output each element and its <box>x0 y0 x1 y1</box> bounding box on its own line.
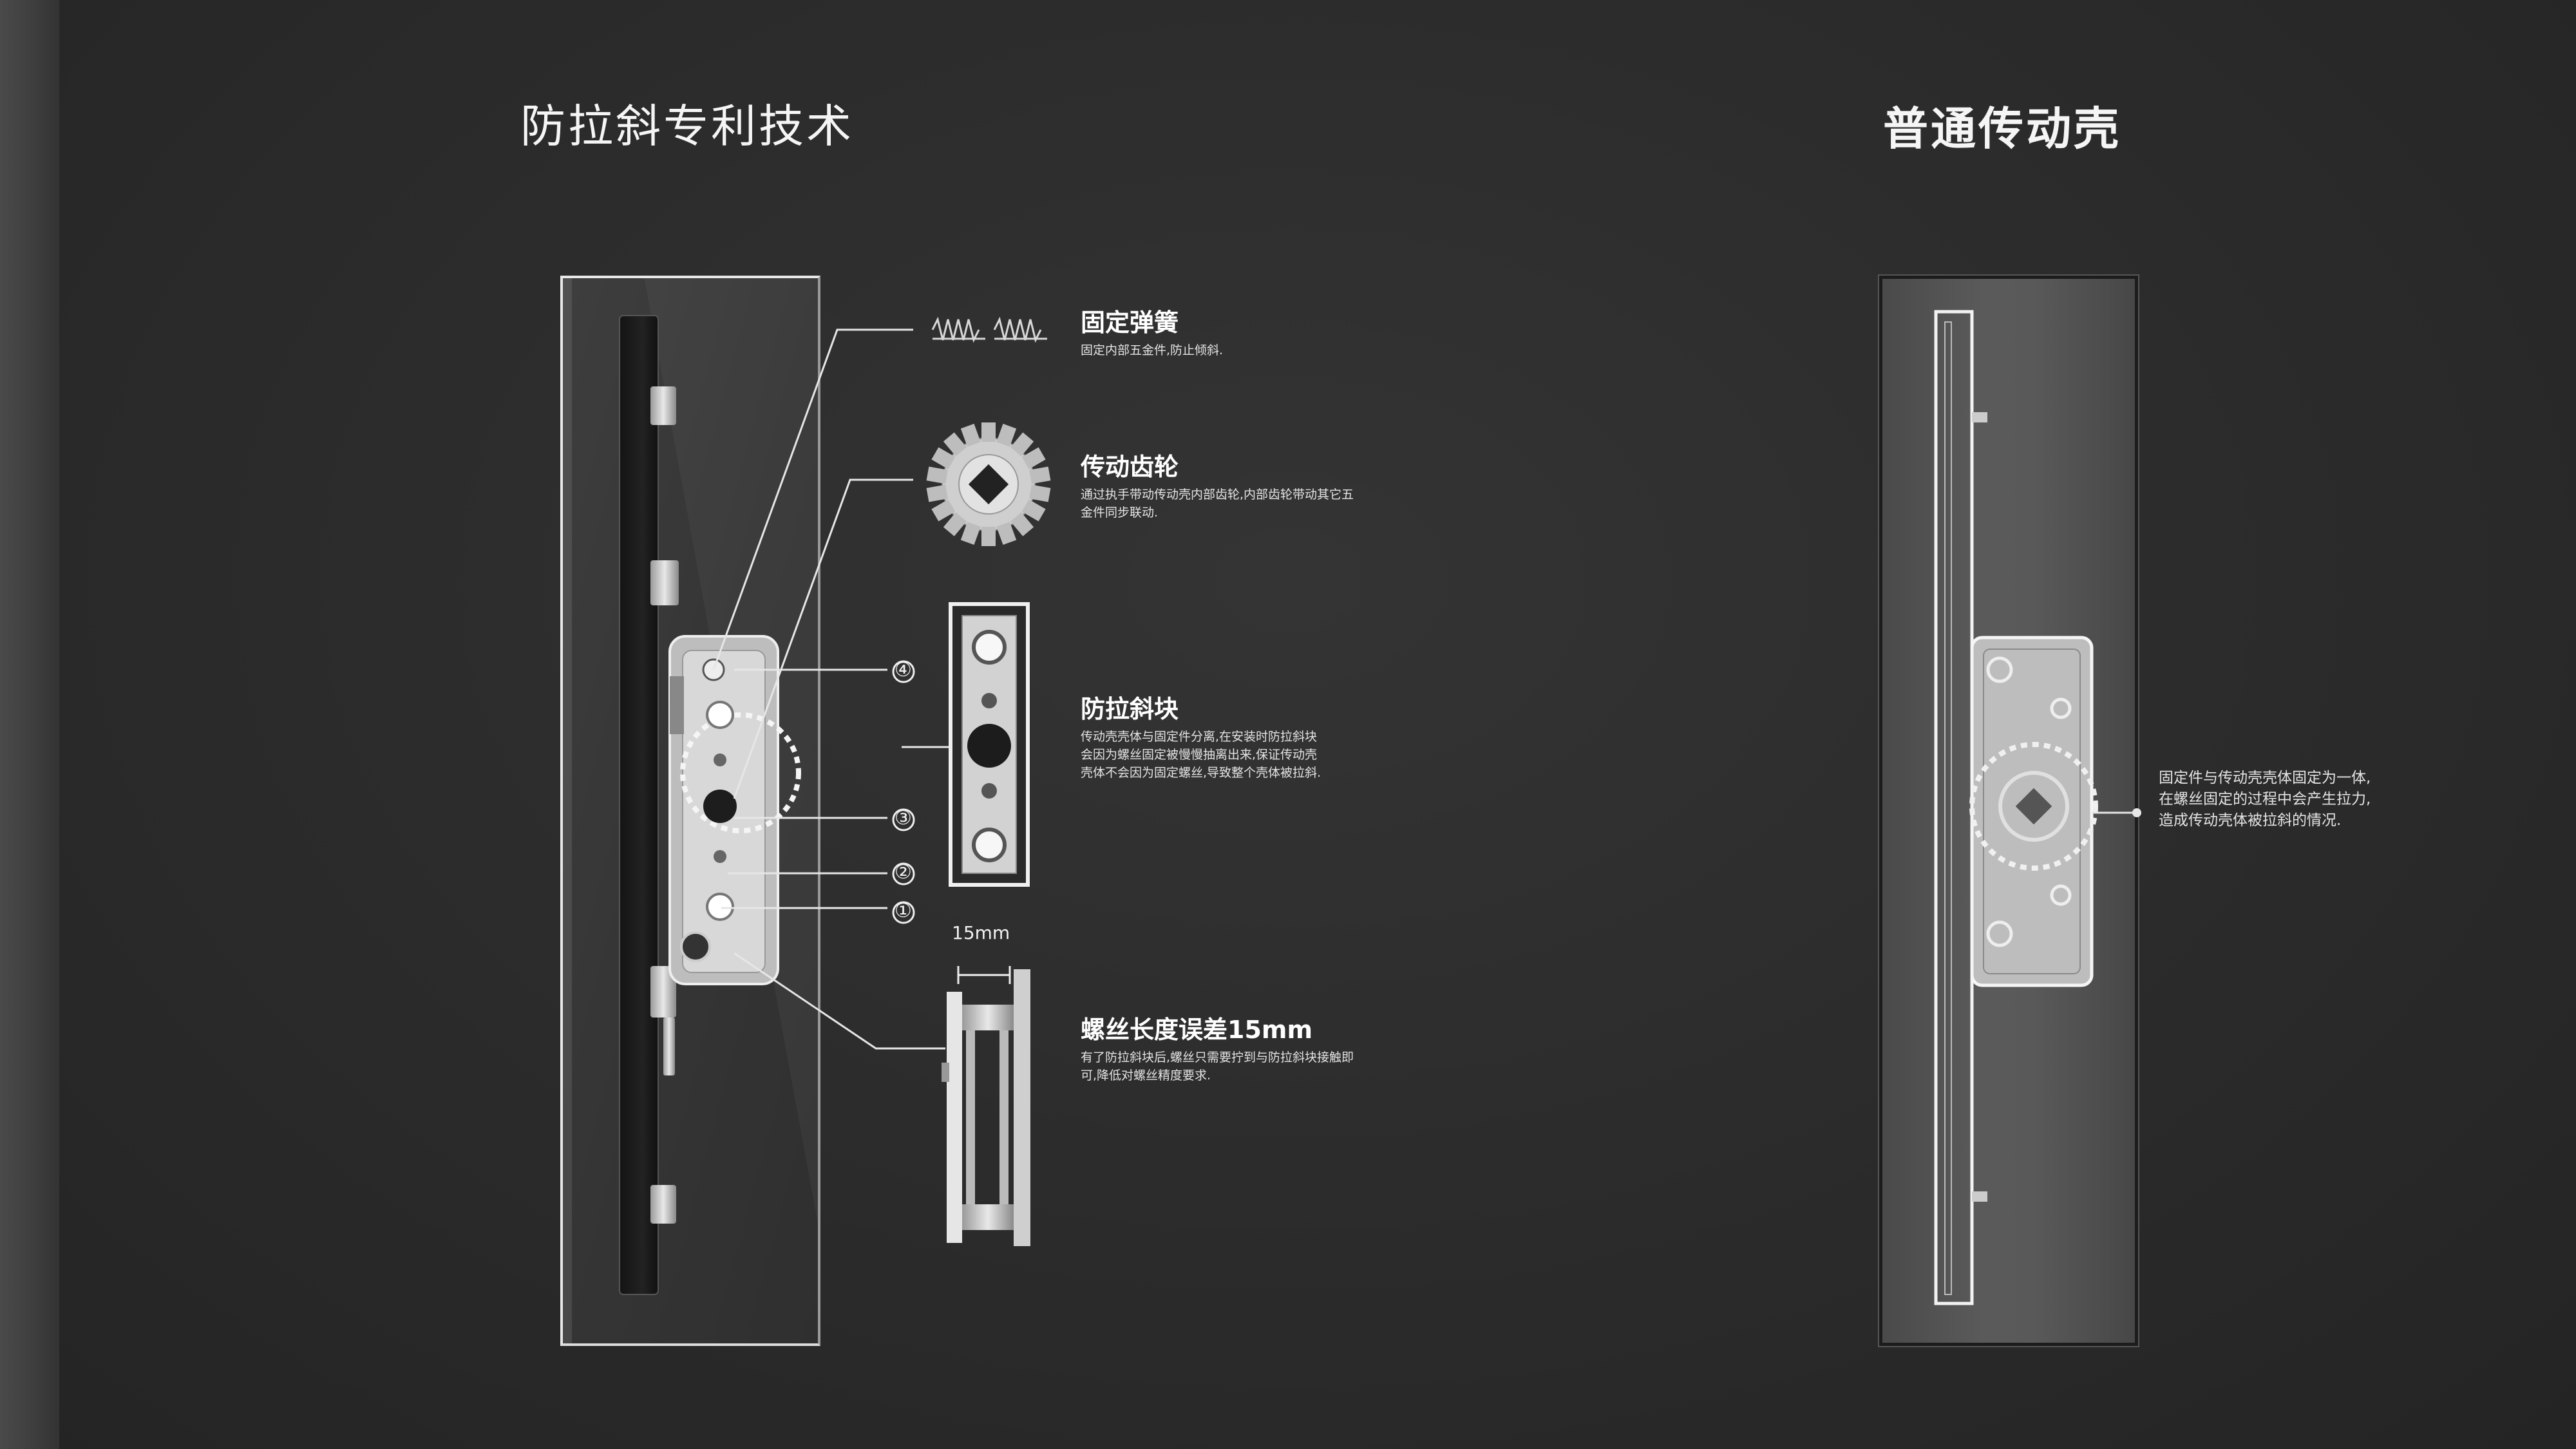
feature-desc-screw-length: 有了防拉斜块后,螺丝只需要拧到与防拉斜块接触即可,降低对螺丝精度要求. <box>1081 1050 1354 1083</box>
feature-title-spring: 固定弹簧 <box>1081 308 1179 337</box>
feature-title-screw-length: 螺丝长度误差15mm <box>1081 1016 1313 1044</box>
left-edge-strip <box>0 0 59 1449</box>
left-housing-details <box>619 277 818 1295</box>
feature-title-gear: 传动齿轮 <box>1081 453 1179 481</box>
callout-3: ③ <box>895 807 912 829</box>
left-mechanism <box>668 635 801 985</box>
feature-title-anti-tilt-block: 防拉斜块 <box>1081 695 1179 723</box>
callout-4: ④ <box>895 659 912 681</box>
feature-desc-anti-tilt-block: 传动壳壳体与固定件分离,在安装时防拉斜块会因为螺丝固定被慢慢抽离出来,保证传动壳… <box>1081 730 1321 780</box>
callout-1: ① <box>895 900 912 922</box>
ordinary-housing-note: 固定件与传动壳壳体固定为一体,在螺丝固定的过程中会产生拉力,造成传动壳体被拉斜的… <box>2159 770 2371 829</box>
leader-lines <box>712 328 951 1050</box>
anti-tilt-block-icon <box>949 602 1030 887</box>
callout-circles <box>892 660 915 924</box>
patent-title: 防拉斜专利技术 <box>520 100 854 153</box>
spring-icon <box>931 316 1047 343</box>
screw-length-diagram <box>942 966 1030 1246</box>
feature-desc-gear: 通过执手带动传动壳内部齿轮,内部齿轮带动其它五金件同步联动. <box>1081 488 1354 520</box>
feature-desc-spring: 固定内部五金件,防止倾斜. <box>1081 343 1224 357</box>
ordinary-title: 普通传动壳 <box>1883 102 2121 155</box>
callout-2: ② <box>895 861 912 884</box>
gear-icon <box>926 422 1051 546</box>
dimension-label: 15mm <box>952 922 1010 943</box>
right-housing-details <box>1934 310 2141 1305</box>
